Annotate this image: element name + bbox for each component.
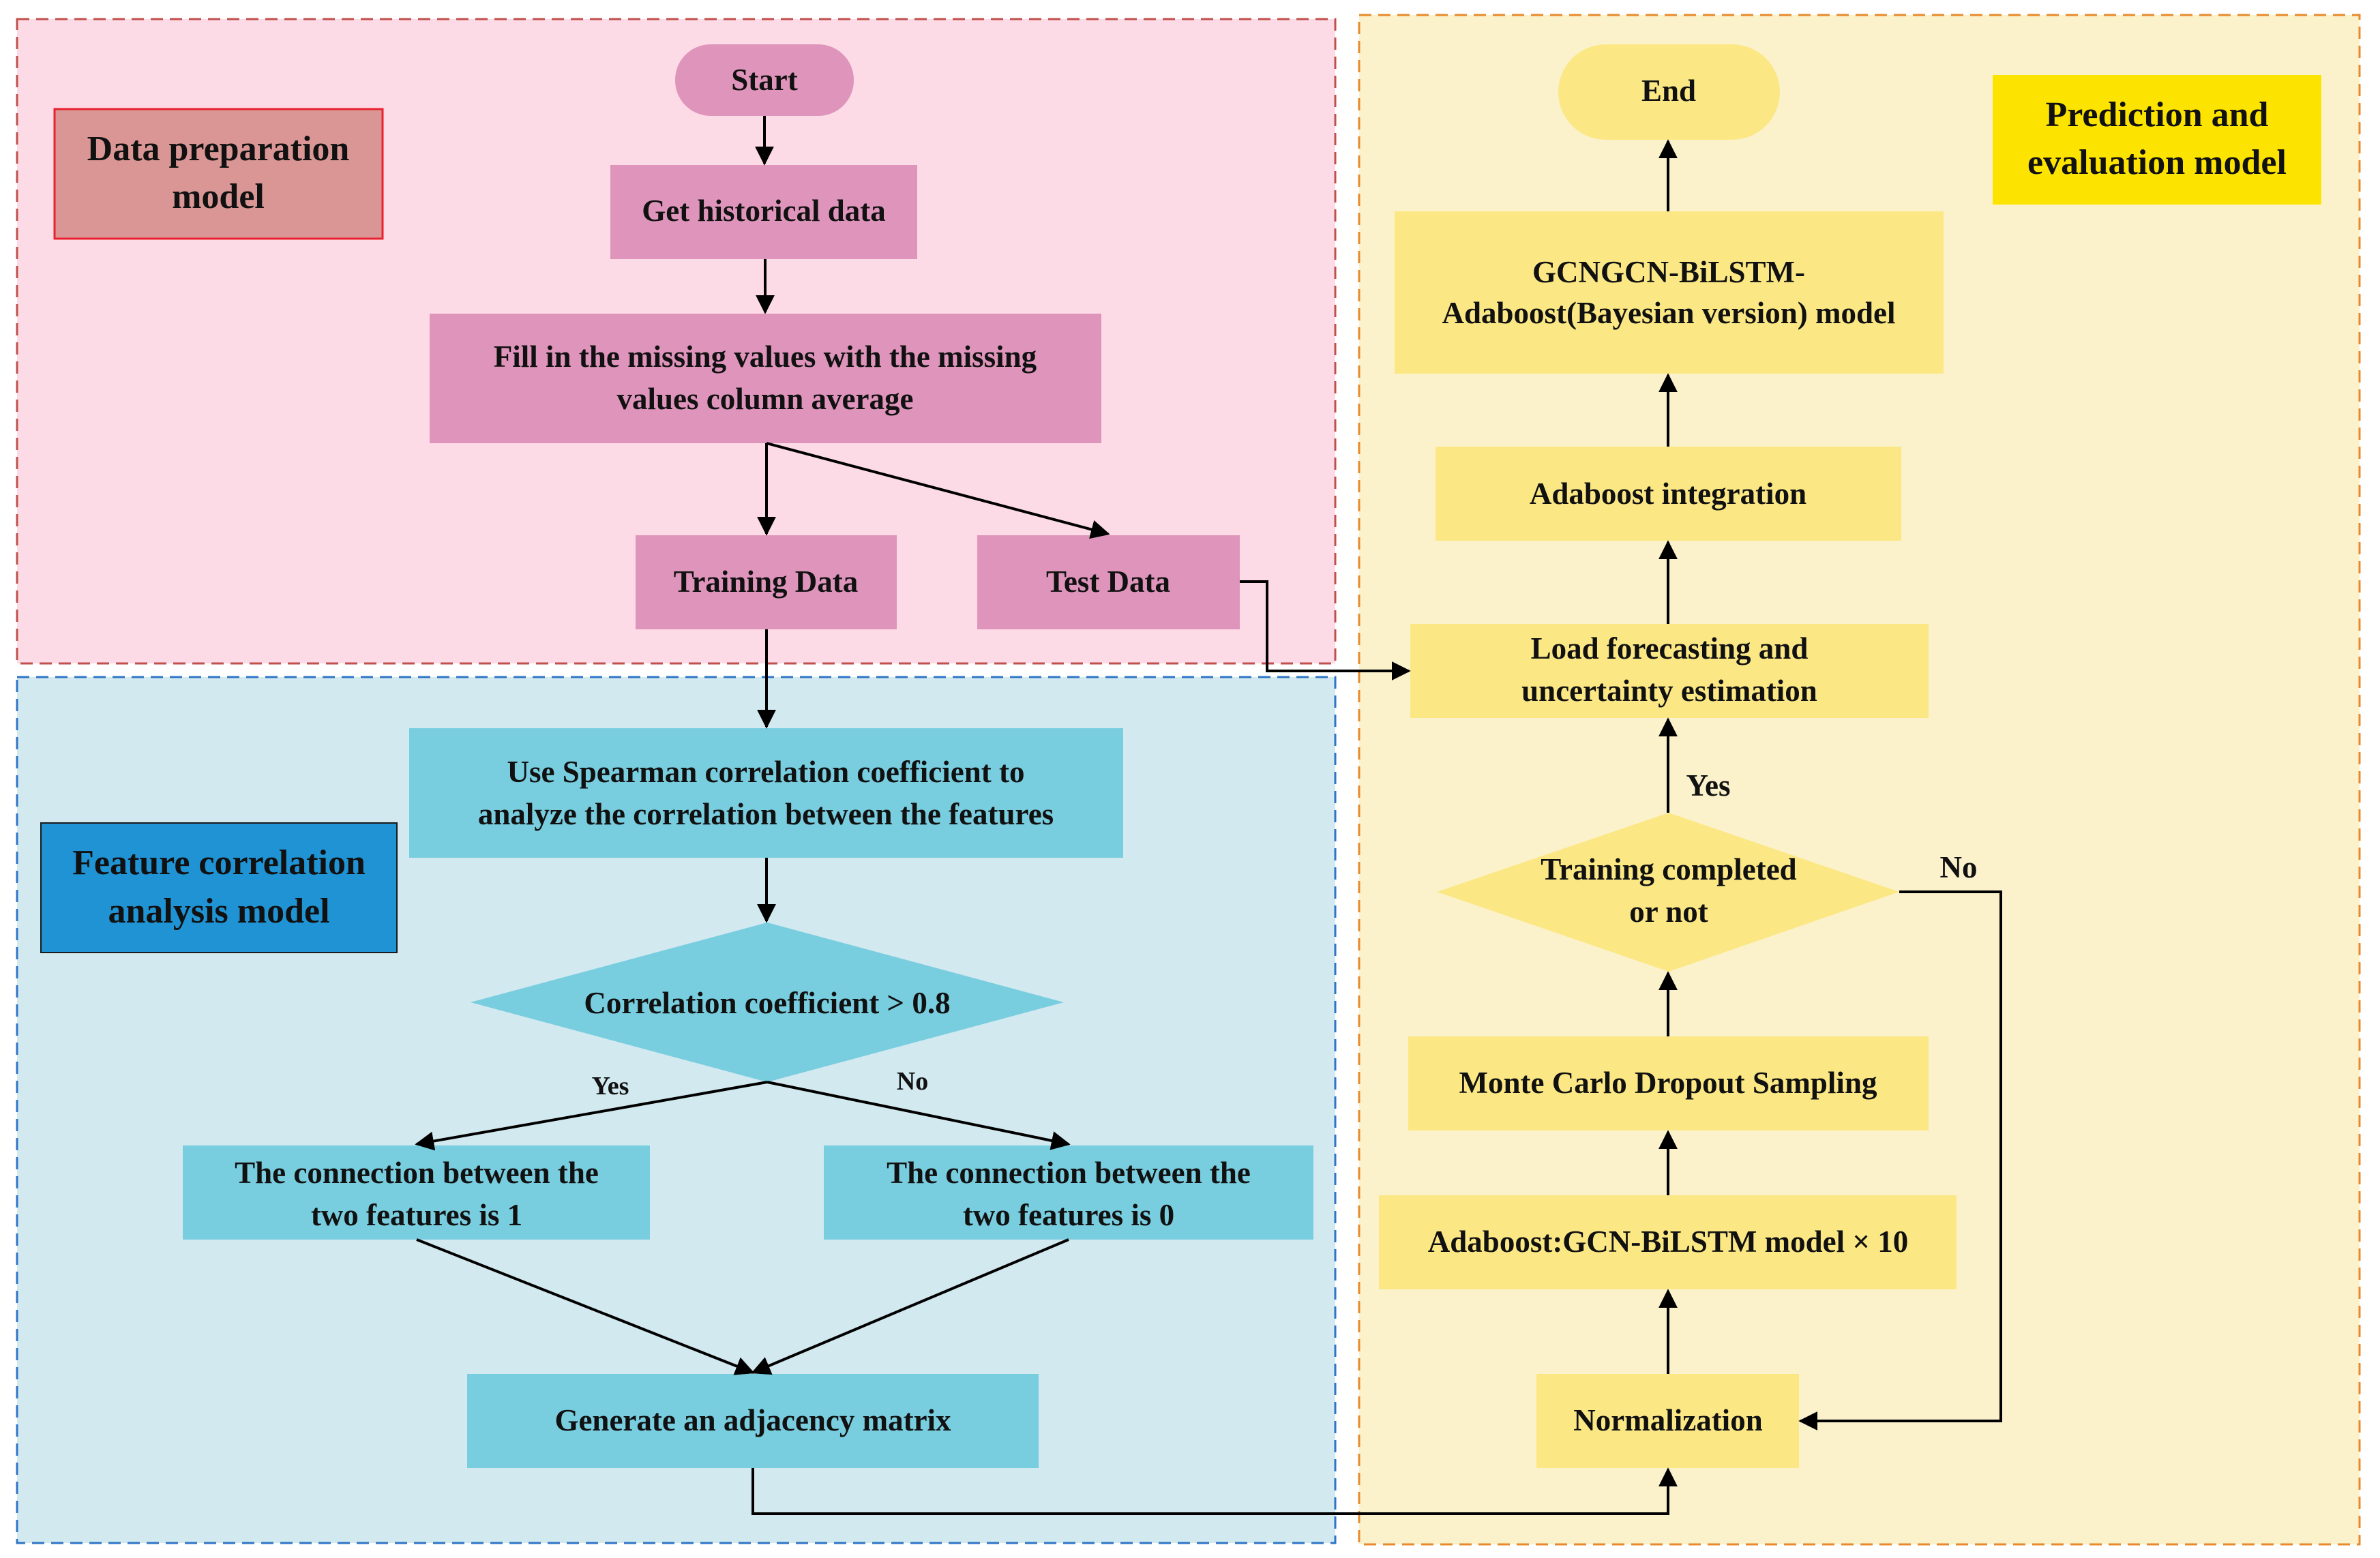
load-forecasting-line-1: Load forecasting and xyxy=(1531,631,1809,665)
end-node: End xyxy=(1558,44,1780,140)
spearman-correlation-node: Use Spearman correlation coefficient to … xyxy=(409,728,1123,858)
fill-missing-line-1: Fill in the missing values with the miss… xyxy=(494,340,1037,374)
get-historical-data-label: Get historical data xyxy=(642,194,885,228)
monte-carlo-node: Monte Carlo Dropout Sampling xyxy=(1408,1036,1929,1130)
correlation-threshold-label: Correlation coefficient > 0.8 xyxy=(584,986,950,1020)
get-historical-data-node: Get historical data xyxy=(610,165,917,259)
data-preparation-label-line-2: model xyxy=(172,177,265,216)
final-model-node: GCNGCN-BiLSTM- Adaboost(Bayesian version… xyxy=(1395,211,1944,374)
data-preparation-label-line-1: Data preparation xyxy=(87,130,350,168)
edge-label-training-no: No xyxy=(1940,850,1978,884)
normalization-node: Normalization xyxy=(1536,1374,1799,1468)
fill-missing-values-node: Fill in the missing values with the miss… xyxy=(430,314,1101,443)
spearman-line-1: Use Spearman correlation coefficient to xyxy=(507,755,1025,789)
connection-zero-line-1: The connection between the xyxy=(887,1156,1251,1190)
training-completed-line-1: Training completed xyxy=(1541,852,1796,886)
connection-one-line-1: The connection between the xyxy=(235,1156,599,1190)
arrow-decision-no xyxy=(767,1081,1071,1150)
training-data-label: Training Data xyxy=(674,565,858,599)
start-label: Start xyxy=(731,63,797,97)
adaboost-integration-label: Adaboost integration xyxy=(1530,477,1806,511)
adaboost-integration-node: Adaboost integration xyxy=(1436,447,1901,541)
load-forecasting-node: Load forecasting and uncertainty estimat… xyxy=(1410,624,1929,718)
spearman-line-2: analyze the correlation between the feat… xyxy=(478,797,1054,831)
correlation-threshold-decision: Correlation coefficient > 0.8 xyxy=(471,923,1064,1082)
arrow-test-to-load-forecasting xyxy=(1240,580,1411,680)
training-data-node: Training Data xyxy=(636,535,897,629)
edge-label-correlation-no: No xyxy=(897,1067,928,1096)
start-node: Start xyxy=(675,44,854,116)
prediction-evaluation-model-label: Prediction and evaluation model xyxy=(1993,75,2321,205)
normalization-label: Normalization xyxy=(1573,1403,1762,1437)
feature-correlation-model-label: Feature correlation analysis model xyxy=(40,822,398,953)
connection-zero-line-2: two features is 0 xyxy=(963,1198,1174,1232)
final-model-line-2: Adaboost(Bayesian version) model xyxy=(1442,296,1895,330)
arrow-adjacency-to-normalization xyxy=(752,1467,1678,1515)
arrow-connection-one-to-adjacency xyxy=(416,1238,755,1375)
training-completed-line-2: or not xyxy=(1629,895,1708,929)
adaboost-x10-label: Adaboost:GCN-BiLSTM model × 10 xyxy=(1428,1225,1908,1259)
adjacency-matrix-node: Generate an adjacency matrix xyxy=(467,1374,1039,1468)
test-data-node: Test Data xyxy=(977,535,1240,629)
arrow-connection-zero-to-adjacency xyxy=(751,1238,1069,1375)
end-label: End xyxy=(1641,74,1696,108)
adjacency-matrix-label: Generate an adjacency matrix xyxy=(554,1403,951,1437)
prediction-label-line-2: evaluation model xyxy=(2027,143,2287,182)
connection-zero-node: The connection between the two features … xyxy=(824,1145,1313,1240)
connection-one-line-2: two features is 1 xyxy=(311,1198,522,1232)
arrow-fill-to-test xyxy=(766,442,1110,539)
test-data-label: Test Data xyxy=(1046,565,1170,599)
connectors xyxy=(415,116,2002,1515)
arrow-decision-no-to-normalization xyxy=(1798,890,2002,1430)
monte-carlo-label: Monte Carlo Dropout Sampling xyxy=(1459,1066,1877,1100)
feature-correlation-label-line-2: analysis model xyxy=(108,892,329,931)
final-model-line-1: GCNGCN-BiLSTM- xyxy=(1532,255,1805,289)
feature-correlation-label-line-1: Feature correlation xyxy=(72,843,366,882)
edge-label-training-yes: Yes xyxy=(1686,768,1731,803)
training-completed-decision: Training completed or not xyxy=(1437,813,1899,972)
connection-one-node: The connection between the two features … xyxy=(183,1145,650,1240)
arrow-decision-yes xyxy=(415,1081,768,1151)
adaboost-x10-node: Adaboost:GCN-BiLSTM model × 10 xyxy=(1379,1195,1957,1289)
fill-missing-line-2: values column average xyxy=(617,382,914,416)
prediction-label-line-1: Prediction and xyxy=(2046,95,2269,134)
edge-label-correlation-yes: Yes xyxy=(592,1072,629,1100)
data-preparation-model-label: Data preparation model xyxy=(53,108,384,240)
load-forecasting-line-2: uncertainty estimation xyxy=(1521,674,1817,708)
